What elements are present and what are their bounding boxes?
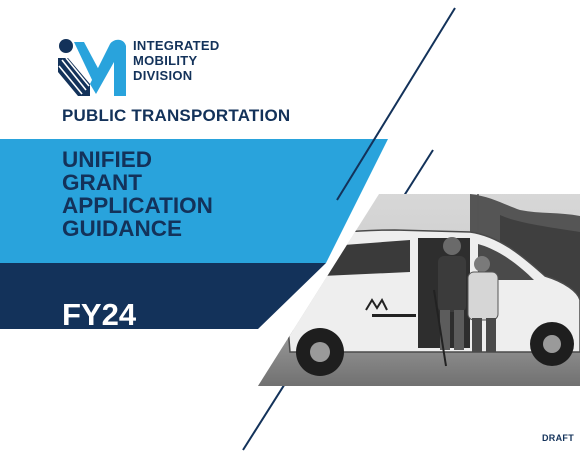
title-line-2: GRANT: [62, 170, 142, 195]
org-name-line-1: INTEGRATED: [133, 38, 220, 53]
navy-year-band: [0, 263, 326, 329]
title-line-4: GUIDANCE: [62, 216, 183, 241]
org-name-line-2: MOBILITY: [133, 53, 198, 68]
im-logo-icon: [58, 39, 126, 96]
document-title: UNIFIED GRANT APPLICATION GUIDANCE: [62, 148, 213, 240]
draft-label: DRAFT: [542, 433, 574, 443]
title-line-1: UNIFIED: [62, 147, 152, 172]
organization-name: INTEGRATED MOBILITY DIVISION: [133, 38, 273, 83]
diagonal-line-top: [336, 7, 456, 201]
blue-title-band: [0, 139, 388, 263]
fiscal-year: FY24: [62, 297, 137, 328]
org-name-line-3: DIVISION: [133, 68, 193, 83]
title-line-3: APPLICATION: [62, 193, 213, 218]
section-title: PUBLIC TRANSPORTATION: [62, 106, 291, 125]
